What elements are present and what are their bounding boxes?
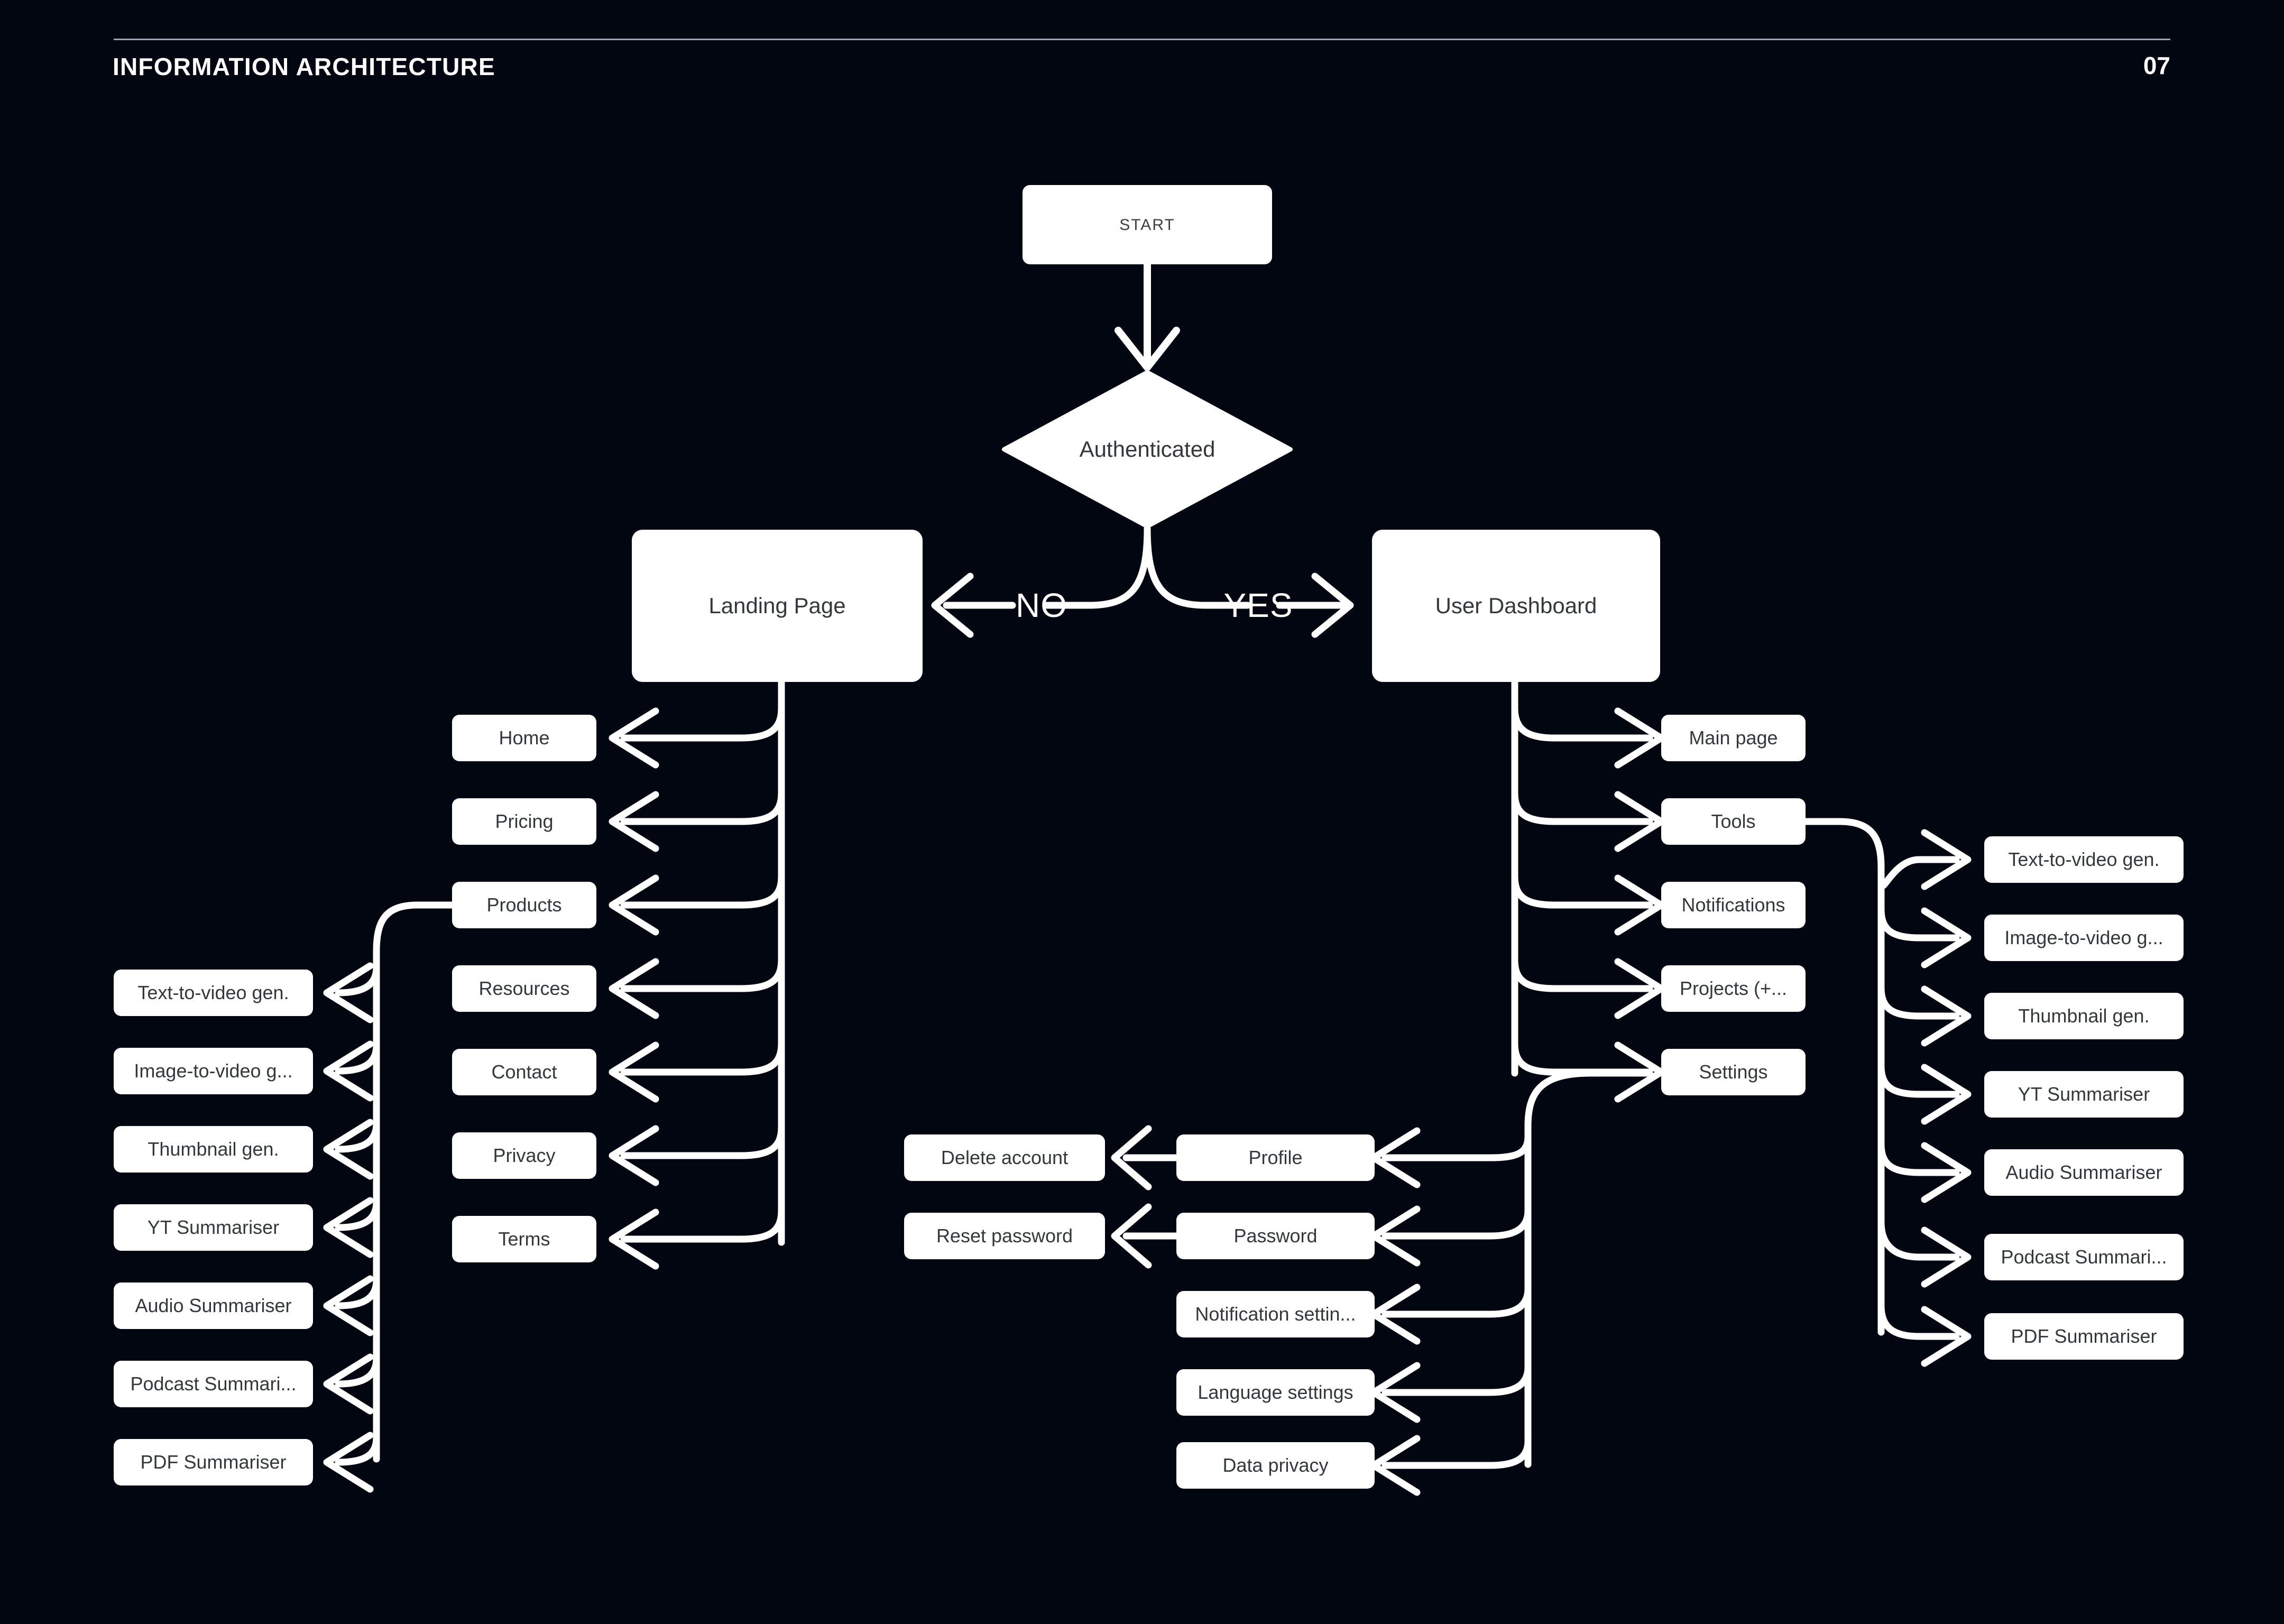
node-products-yt-summariser[interactable]: YT Summariser [114, 1204, 313, 1251]
node-landing-page[interactable]: Landing Page [632, 530, 923, 682]
node-tools-podcast-summariser[interactable]: Podcast Summari... [1984, 1234, 2184, 1280]
node-products-podcast-summariser[interactable]: Podcast Summari... [114, 1361, 313, 1407]
node-products-audio-summariser[interactable]: Audio Summariser [114, 1282, 313, 1329]
node-authenticated-label: Authenticated [1079, 437, 1215, 462]
node-products-image-to-video[interactable]: Image-to-video g... [114, 1048, 313, 1094]
node-projects[interactable]: Projects (+... [1661, 965, 1806, 1012]
node-tools-yt-summariser[interactable]: YT Summariser [1984, 1071, 2184, 1118]
node-products-pdf-summariser[interactable]: PDF Summariser [114, 1439, 313, 1485]
node-resources[interactable]: Resources [452, 965, 596, 1012]
node-home[interactable]: Home [452, 715, 596, 761]
node-products-thumbnail-gen[interactable]: Thumbnail gen. [114, 1126, 313, 1173]
header-divider [114, 39, 2170, 40]
node-privacy[interactable]: Privacy [452, 1132, 596, 1179]
node-notifications[interactable]: Notifications [1661, 882, 1806, 928]
node-contact[interactable]: Contact [452, 1049, 596, 1095]
node-data-privacy[interactable]: Data privacy [1176, 1442, 1375, 1489]
node-settings[interactable]: Settings [1661, 1049, 1806, 1095]
node-main-page[interactable]: Main page [1661, 715, 1806, 761]
node-user-dashboard[interactable]: User Dashboard [1372, 530, 1660, 682]
node-products-text-to-video[interactable]: Text-to-video gen. [114, 970, 313, 1016]
node-tools-text-to-video[interactable]: Text-to-video gen. [1984, 836, 2184, 883]
node-password[interactable]: Password [1176, 1213, 1375, 1259]
page-number: 07 [2143, 52, 2170, 79]
node-tools-thumbnail-gen[interactable]: Thumbnail gen. [1984, 993, 2184, 1039]
node-authenticated-decision[interactable]: Authenticated [1002, 370, 1293, 529]
branch-label-yes: YES [1223, 586, 1293, 624]
node-delete-account[interactable]: Delete account [904, 1134, 1105, 1181]
diamond-shape-icon [1002, 370, 1293, 529]
page-title: INFORMATION ARCHITECTURE [113, 53, 495, 80]
node-products[interactable]: Products [452, 882, 596, 928]
node-tools-pdf-summariser[interactable]: PDF Summariser [1984, 1313, 2184, 1360]
node-language-settings[interactable]: Language settings [1176, 1369, 1375, 1416]
node-tools[interactable]: Tools [1661, 798, 1806, 845]
node-tools-audio-summariser[interactable]: Audio Summariser [1984, 1149, 2184, 1196]
node-notification-settings[interactable]: Notification settin... [1176, 1291, 1375, 1337]
node-start[interactable]: START [1023, 185, 1272, 264]
node-reset-password[interactable]: Reset password [904, 1213, 1105, 1259]
node-tools-image-to-video[interactable]: Image-to-video g... [1984, 915, 2184, 961]
node-pricing[interactable]: Pricing [452, 798, 596, 845]
branch-label-no: NO [1016, 586, 1067, 624]
node-profile[interactable]: Profile [1176, 1134, 1375, 1181]
node-terms[interactable]: Terms [452, 1216, 596, 1262]
